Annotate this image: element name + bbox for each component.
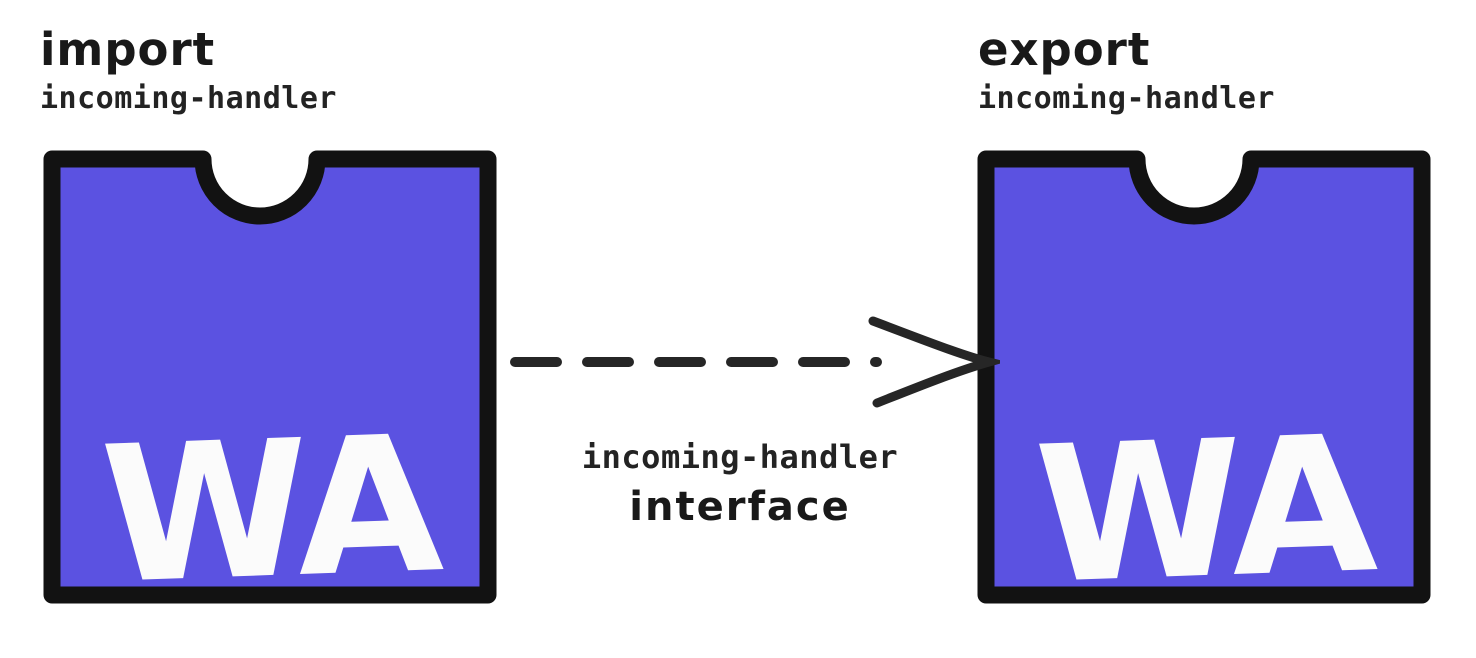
left-module-label: import incoming-handler	[40, 23, 337, 117]
left-module-keyword-label: import	[40, 23, 216, 76]
right-module-label: export incoming-handler	[978, 23, 1275, 117]
dashed-arrow-icon	[510, 316, 1000, 408]
right-module-keyword-label: export	[978, 23, 1151, 76]
interface-name-label: incoming-handler	[581, 438, 899, 476]
wasm-logo-text-left: WA	[98, 395, 445, 607]
interface-word-label: interface	[629, 484, 851, 530]
arrow-head-icon	[868, 316, 1000, 408]
wasm-logo-text-right: WA	[1032, 395, 1379, 607]
wasm-component-icon-right: WA	[977, 150, 1431, 607]
wasm-component-icon-left: WA	[43, 150, 497, 607]
component-outline-left	[43, 150, 497, 604]
right-module-interface-name: incoming-handler	[978, 81, 1275, 117]
arrow-label: incoming-handler interface	[505, 438, 975, 528]
left-module-interface-name: incoming-handler	[40, 81, 337, 117]
component-outline-right	[977, 150, 1431, 604]
